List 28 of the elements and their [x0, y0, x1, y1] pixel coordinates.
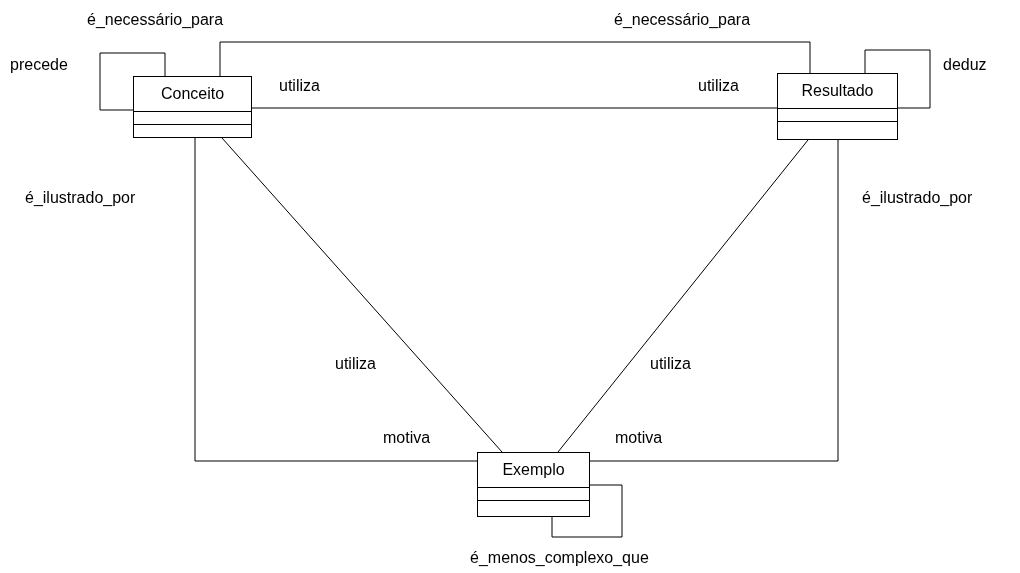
- self-association-line: [99, 52, 166, 111]
- association-name: motiva: [615, 428, 663, 448]
- association-line: [251, 107, 778, 109]
- self-association-line: [551, 484, 623, 538]
- association-name: é_ilustrado_por: [25, 188, 136, 208]
- class-box: [133, 76, 252, 138]
- association-name: motiva: [383, 428, 431, 448]
- class-name: Exemplo: [502, 461, 565, 479]
- association-line: [557, 139, 809, 453]
- association-name: é_necessário_para: [614, 10, 751, 30]
- association-name: é_necessário_para: [87, 10, 224, 30]
- association-name: é_ilustrado_por: [862, 188, 973, 208]
- association-line: [221, 137, 503, 453]
- association-name: precede: [10, 55, 68, 75]
- class-box: [477, 452, 590, 517]
- association-line: [194, 137, 478, 462]
- association-line: [219, 41, 811, 77]
- association-name: utiliza: [335, 354, 376, 374]
- class-name: Resultado: [801, 82, 874, 100]
- association-name: utiliza: [279, 76, 320, 96]
- association-line: [589, 139, 839, 462]
- class-name: Conceito: [160, 85, 225, 103]
- association-name: é_menos_complexo_que: [470, 548, 649, 568]
- association-name: utiliza: [650, 354, 691, 374]
- class-box: [777, 73, 898, 140]
- self-association-line: [864, 49, 931, 109]
- association-name: deduz: [943, 55, 987, 75]
- association-name: utiliza: [698, 76, 739, 96]
